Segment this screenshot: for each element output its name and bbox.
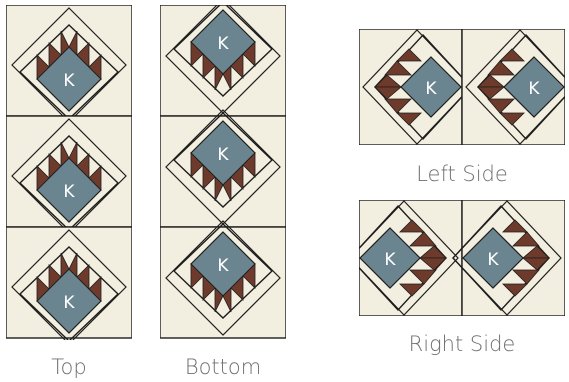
block-bottom-1: K bbox=[160, 5, 286, 116]
block-bottom-3: K bbox=[160, 221, 286, 338]
top-strip: K K K bbox=[6, 5, 132, 340]
block-letter: K bbox=[528, 79, 540, 99]
right-side-strip: K K bbox=[359, 200, 565, 316]
bottom-strip: K K K bbox=[160, 5, 286, 340]
block-right-2: K bbox=[453, 200, 565, 316]
block-bottom-2: K bbox=[160, 110, 286, 227]
block-left-2: K bbox=[462, 29, 565, 145]
block-left-1: K bbox=[359, 29, 471, 145]
block-letter: K bbox=[63, 293, 75, 313]
block-letter: K bbox=[217, 256, 229, 276]
block-letter: K bbox=[63, 71, 75, 91]
block-top-3: K bbox=[6, 227, 132, 340]
caption-top: Top bbox=[6, 355, 132, 379]
caption-left-side: Left Side bbox=[359, 162, 565, 186]
block-top-1: K bbox=[6, 5, 132, 122]
block-letter: K bbox=[217, 145, 229, 165]
block-letter: K bbox=[384, 250, 396, 270]
caption-right-side: Right Side bbox=[359, 332, 565, 356]
block-top-2: K bbox=[6, 116, 132, 233]
block-letter: K bbox=[425, 79, 437, 99]
left-side-strip: K K bbox=[359, 29, 565, 145]
caption-bottom: Bottom bbox=[160, 355, 286, 379]
block-right-1: K bbox=[359, 200, 462, 316]
block-letter: K bbox=[217, 34, 229, 54]
block-letter: K bbox=[487, 250, 499, 270]
block-letter: K bbox=[63, 182, 75, 202]
